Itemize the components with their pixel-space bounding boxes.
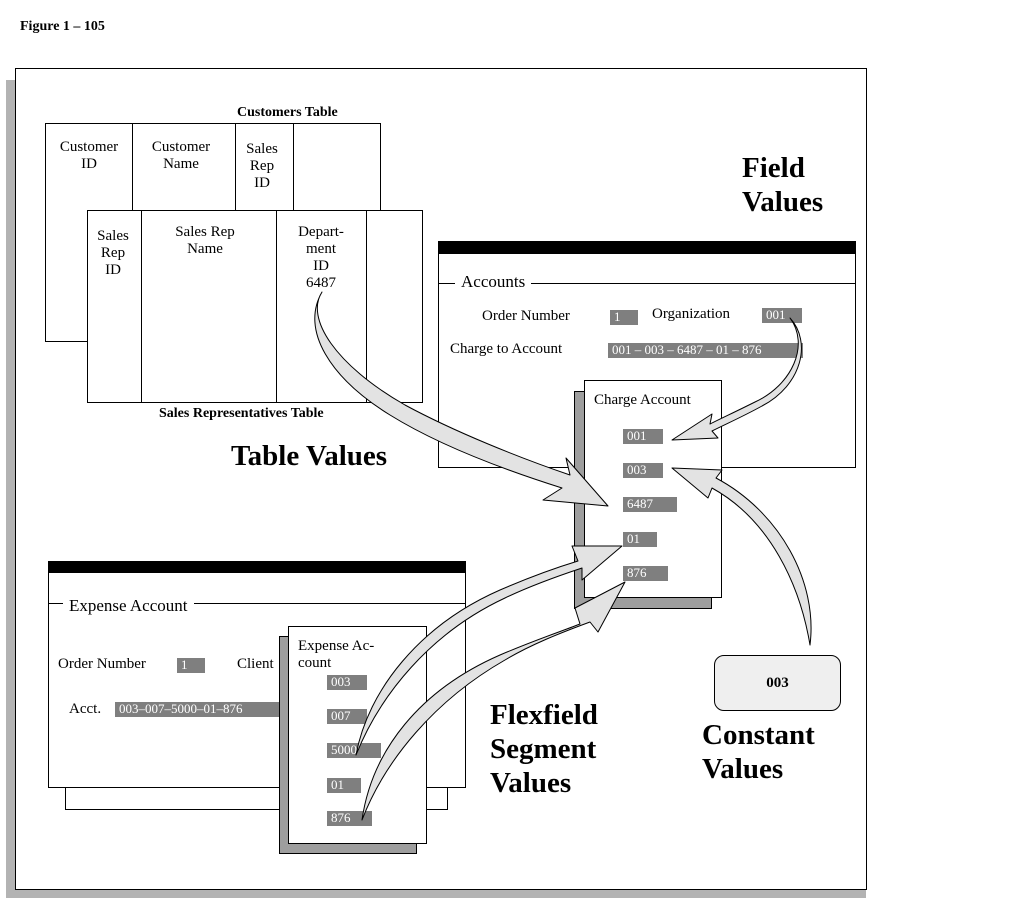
expense-segment-field[interactable]: 003: [327, 675, 367, 690]
sales-reps-table-divider: [366, 211, 367, 402]
label-line: Flexfield: [490, 699, 598, 731]
customers-col-customer-id: Customer ID: [48, 139, 130, 173]
charge-segment-field[interactable]: 6487: [623, 497, 677, 512]
header-line: Name: [187, 241, 223, 257]
sales-reps-table-title: Sales Representatives Table: [159, 406, 324, 421]
expense-group-line: [49, 603, 465, 604]
sales-reps-col-department-id: Depart- ment ID 6487: [280, 224, 362, 292]
header-line: Customer: [59, 139, 119, 155]
charge-to-account-label: Charge to Account: [450, 341, 563, 357]
expense-segment-field[interactable]: 007: [327, 709, 367, 724]
order-number-label: Order Number: [482, 308, 570, 324]
title-line: Expense Ac-: [298, 638, 375, 654]
sales-reps-table-divider: [141, 211, 142, 402]
sales-reps-col-name: Sales Rep Name: [148, 224, 262, 258]
header-line: ment: [306, 241, 336, 257]
customers-table-divider: [132, 124, 133, 210]
header-line: ID: [254, 175, 270, 191]
expense-segment-field[interactable]: 5000: [327, 743, 381, 758]
label-line: Field: [742, 152, 805, 184]
acct-label: Acct.: [69, 701, 102, 717]
acct-field[interactable]: 003–007–5000–01–876: [115, 702, 280, 717]
order-number-field[interactable]: 1: [610, 310, 638, 325]
accounts-group-line: [439, 283, 855, 284]
label-line: Segment: [490, 733, 597, 765]
header-line: ID: [81, 156, 97, 172]
customers-col-sales-rep-id: Sales Rep ID: [238, 141, 286, 192]
expense-group-title: Expense Account: [63, 597, 194, 614]
client-label: Client: [237, 656, 274, 672]
header-line: Rep: [249, 158, 275, 174]
header-line: Sales: [97, 228, 129, 244]
accounts-group-title: Accounts: [455, 273, 532, 290]
expense-popup-title: Expense Ac- count: [298, 638, 374, 672]
constant-value-box: 003: [714, 655, 841, 711]
constant-value: 003: [766, 674, 789, 691]
charge-segment-field[interactable]: 876: [623, 566, 668, 581]
flexfield-values-label: Flexfield Segment Values: [490, 698, 598, 800]
expense-segment-field[interactable]: 876: [327, 811, 372, 826]
header-line: Depart-: [298, 224, 344, 240]
customers-col-customer-name: Customer Name: [136, 139, 226, 173]
label-line: Values: [742, 186, 824, 218]
expense-window-titlebar: [48, 561, 466, 573]
expense-order-number-field[interactable]: 1: [177, 658, 205, 673]
table-values-label: Table Values: [231, 440, 388, 472]
organization-label: Organization: [652, 306, 731, 322]
header-line: ID: [313, 258, 329, 274]
accounts-window-titlebar: [438, 241, 856, 254]
charge-segment-field[interactable]: 003: [623, 463, 663, 478]
constant-values-label: Constant Values: [702, 718, 815, 786]
organization-field[interactable]: 001: [762, 308, 802, 323]
sales-reps-col-sales-rep-id: Sales Rep ID: [90, 228, 136, 279]
charge-segment-field[interactable]: 01: [623, 532, 657, 547]
header-line: Sales Rep: [175, 224, 235, 240]
customers-table-divider: [293, 124, 294, 210]
charge-segment-field[interactable]: 001: [623, 429, 663, 444]
expense-segment-field[interactable]: 01: [327, 778, 361, 793]
charge-account-title: Charge Account: [594, 392, 691, 408]
figure-label: Figure 1 – 105: [20, 19, 105, 34]
header-line: Name: [163, 156, 199, 172]
department-id-value: 6487: [306, 275, 336, 291]
expense-order-number-label: Order Number: [58, 656, 146, 672]
header-line: ID: [105, 262, 121, 278]
customers-table-divider: [235, 124, 236, 210]
field-values-label: Field Values: [742, 151, 823, 219]
sales-reps-table-divider: [276, 211, 277, 402]
title-line: count: [298, 655, 332, 671]
charge-to-account-field[interactable]: 001 – 003 – 6487 – 01 – 876: [608, 343, 803, 358]
header-line: Sales: [246, 141, 278, 157]
customers-table-title: Customers Table: [237, 105, 338, 120]
label-line: Values: [702, 753, 784, 785]
label-line: Values: [490, 767, 572, 799]
label-line: Constant: [702, 719, 815, 751]
header-line: Rep: [100, 245, 126, 261]
header-line: Customer: [151, 139, 211, 155]
